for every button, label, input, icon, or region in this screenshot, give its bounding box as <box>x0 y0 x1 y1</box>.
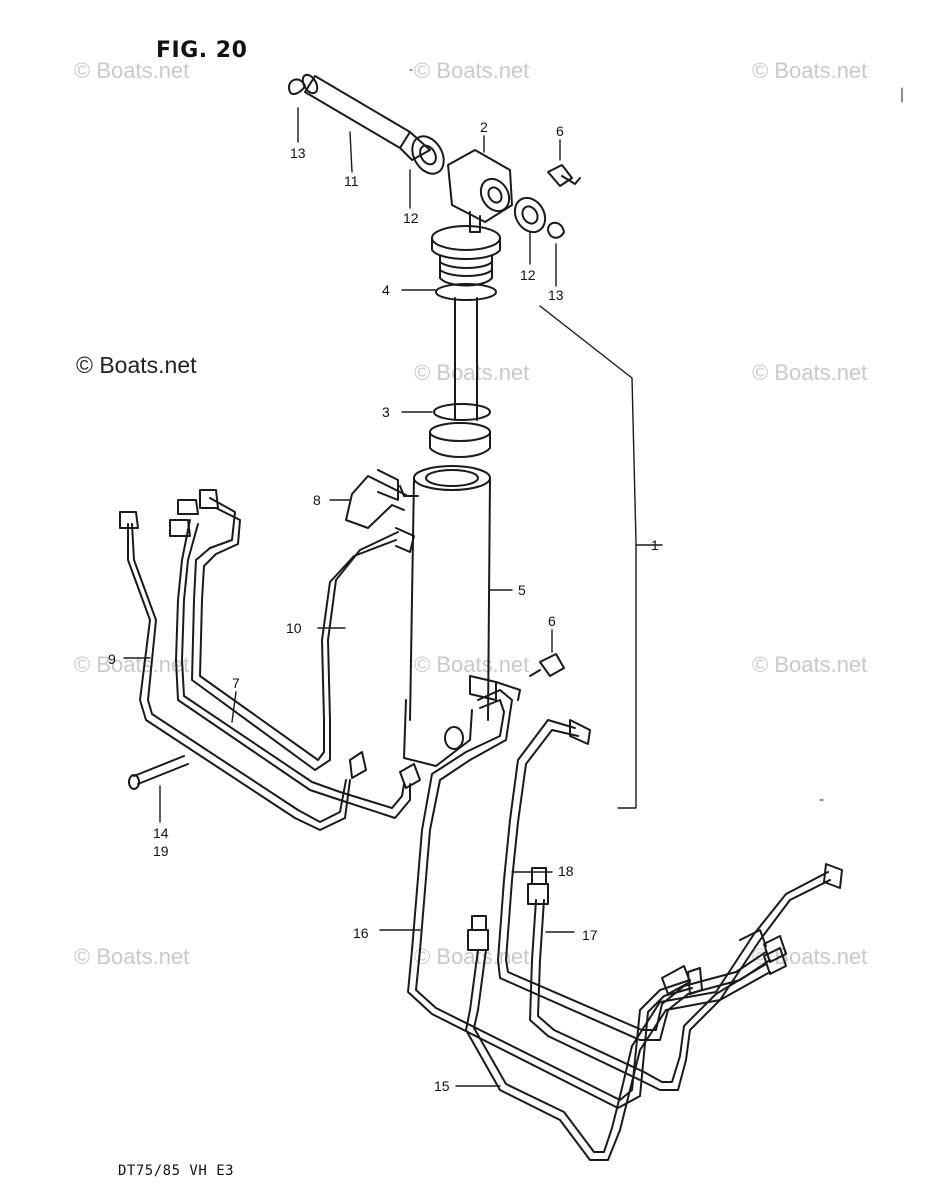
top-mount-part-2 <box>447 149 513 233</box>
watermark: © Boats.net <box>74 944 190 969</box>
clip-part-13 <box>288 78 306 95</box>
part-label-3: 3 <box>382 404 390 420</box>
tube-part-16 <box>407 675 703 1109</box>
watermark: © Boats.net <box>414 58 530 83</box>
watermark-strong: © Boats.net <box>76 352 197 378</box>
fitting <box>377 469 399 501</box>
bleed-screw-part-6-lower <box>529 653 565 677</box>
part-label-13-right: 13 <box>548 287 564 303</box>
piston-rod <box>454 297 478 421</box>
pin-part-11 <box>301 73 431 161</box>
tube-part-17 <box>527 867 787 1091</box>
part-label-4: 4 <box>382 282 390 298</box>
tube-part-15 <box>465 863 843 1161</box>
o-ring-part-3 <box>433 403 491 421</box>
washer-part-12 <box>411 135 445 175</box>
part-label-16: 16 <box>353 925 369 941</box>
fitting <box>661 965 691 995</box>
part-label-15: 15 <box>434 1078 450 1094</box>
watermark: © Boats.net <box>752 58 868 83</box>
part-label-9: 9 <box>108 651 116 667</box>
watermark: © Boats.net <box>414 944 530 969</box>
figure-title: FIG. 20 <box>156 38 248 63</box>
part-label-1: 1 <box>651 537 659 553</box>
part-label-13: 13 <box>290 145 306 161</box>
o-ring-part-4 <box>435 283 497 301</box>
leader-lines <box>123 107 663 1087</box>
bolt-part-14 <box>128 755 189 790</box>
part-label-8: 8 <box>313 492 321 508</box>
part-label-14: 14 <box>153 825 169 841</box>
model-code: DT75/85 VH E3 <box>118 1163 235 1179</box>
part-label-17: 17 <box>582 927 598 943</box>
watermark: © Boats.net <box>752 360 868 385</box>
part-label-6-lower: 6 <box>548 613 556 629</box>
part-label-12-right: 12 <box>520 267 536 283</box>
tube-part-18 <box>497 719 787 1041</box>
part-label-19: 19 <box>153 843 169 859</box>
watermark: © Boats.net <box>414 652 530 677</box>
part-label-12: 12 <box>403 210 419 226</box>
part-label-2: 2 <box>480 119 488 135</box>
part-label-10: 10 <box>286 620 302 636</box>
part-label-18: 18 <box>558 863 574 879</box>
tube-part-9 <box>119 511 367 831</box>
bleed-screw-part-6 <box>547 164 581 187</box>
cylinder-body-part-5 <box>399 465 491 767</box>
watermark: © Boats.net <box>414 360 530 385</box>
washer-part-12-right <box>513 196 547 234</box>
part-number-labels: 1 2 3 4 5 6 6 7 8 9 10 11 12 12 13 13 14… <box>108 119 659 1094</box>
part-label-6: 6 <box>556 123 564 139</box>
tube-part-8 <box>345 475 407 529</box>
watermark: © Boats.net <box>74 652 190 677</box>
part-label-7: 7 <box>232 675 240 691</box>
part-label-5: 5 <box>518 582 526 598</box>
clip-part-13-right <box>547 221 565 239</box>
cylinder-head <box>431 225 501 287</box>
watermark: © Boats.net <box>752 944 868 969</box>
tube-part-10 <box>191 489 415 771</box>
scan-specks <box>409 69 903 801</box>
tube-part-7 <box>169 499 421 819</box>
part-label-11: 11 <box>344 173 359 189</box>
piston <box>429 422 491 458</box>
watermark: © Boats.net <box>74 58 190 83</box>
watermark: © Boats.net <box>752 652 868 677</box>
